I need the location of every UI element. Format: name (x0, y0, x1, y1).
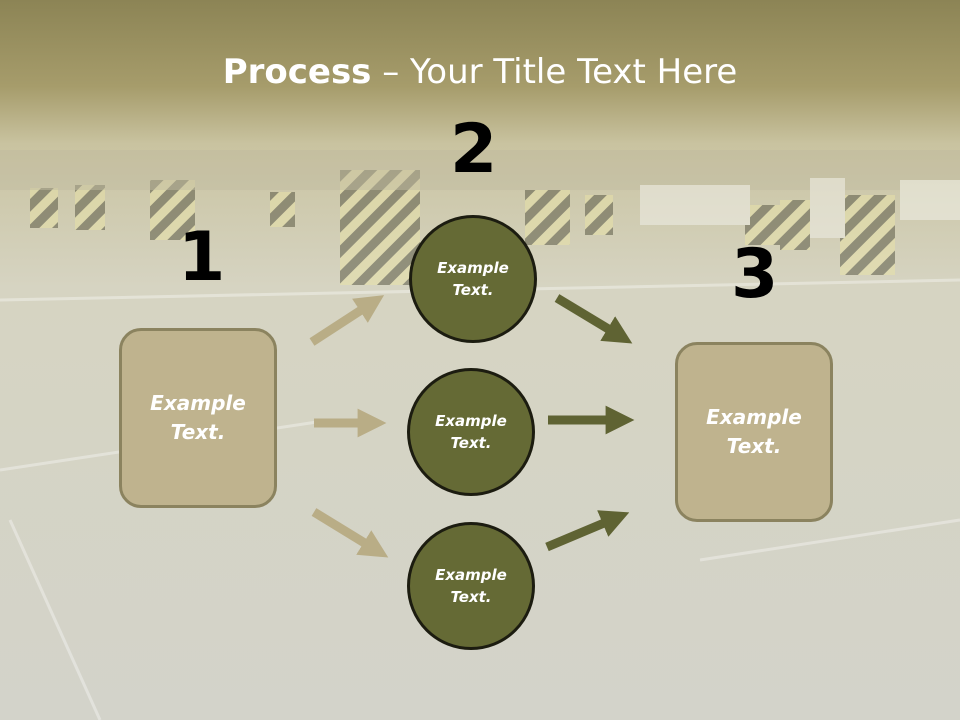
circle-top: Example Text. (409, 215, 537, 343)
step-number-1: 1 (178, 218, 226, 297)
right-box: Example Text. (675, 342, 833, 522)
step-number-2: 2 (450, 110, 498, 189)
circle-bottom: Example Text. (407, 522, 535, 650)
title-bold: Process (222, 52, 372, 92)
circle-bottom-label: Example Text. (435, 565, 507, 607)
slide-title: Process – Your Title Text Here (0, 52, 960, 92)
circle-top-label: Example Text. (437, 258, 509, 300)
right-box-label: Example Text. (706, 405, 802, 458)
arrow-left-to-bottom (311, 508, 389, 558)
circle-middle: Example Text. (407, 368, 535, 496)
step-number-3: 3 (731, 235, 779, 314)
arrow-top-to-right (554, 294, 633, 344)
arrow-bottom-to-right (545, 510, 630, 552)
left-box: Example Text. (119, 328, 277, 508)
circle-middle-label: Example Text. (435, 411, 507, 453)
arrow-left-to-top (309, 295, 385, 346)
title-rest: – Your Title Text Here (371, 52, 738, 92)
left-box-label: Example Text. (150, 391, 246, 444)
